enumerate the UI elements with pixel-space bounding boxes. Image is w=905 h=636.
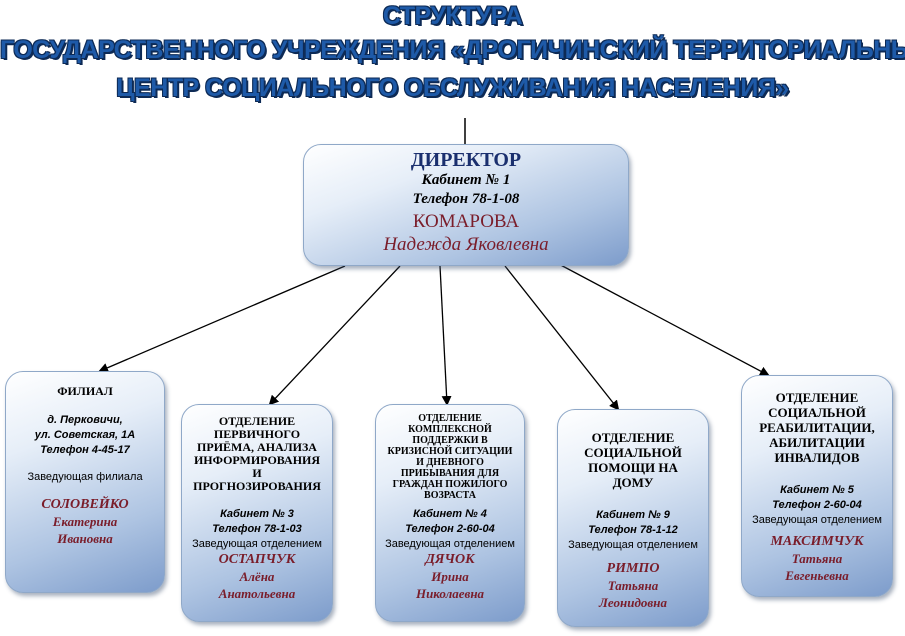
dept-rehab-phone: Телефон 2-60-04 — [772, 499, 862, 511]
director-box: ДИРЕКТОР Кабинет № 1 Телефон 78-1-08 КОМ… — [303, 144, 629, 266]
dept-reception-patronymic: Анатольевна — [218, 586, 296, 601]
director-heading: ДИРЕКТОР — [410, 149, 522, 171]
branch-address-1: д. Перковичи, — [47, 414, 123, 426]
dept-home-heading-1: ОТДЕЛЕНИЕ — [591, 430, 675, 445]
arrow-to-branch — [98, 265, 346, 373]
title-line-1: СТРУКТУРА — [382, 2, 523, 30]
dept-crisis-heading-4: КРИЗИСНОЙ СИТУАЦИИ — [387, 446, 513, 457]
dept-crisis-heading-2: КОМПЛЕКСНОЙ — [408, 424, 492, 435]
dept-crisis-heading-8: ВОЗРАСТА — [424, 490, 476, 501]
title-line-3: ЦЕНТР СОЦИАЛЬНОГО ОБСЛУЖИВАНИЯ НАСЕЛЕНИЯ… — [116, 74, 789, 102]
dept-reception-heading-5: И — [252, 466, 262, 480]
branch-role: Заведующая филиала — [27, 471, 143, 483]
dept-crisis-heading-5: И ДНЕВНОГО — [416, 457, 484, 468]
dept-home-heading-3: ПОМОЩИ НА — [588, 460, 678, 475]
dept-crisis-heading-7: ГРАЖДАН ПОЖИЛОГО — [392, 479, 508, 490]
branch-box: ФИЛИАЛ д. Перковичи, ул. Советская, 1А Т… — [5, 371, 165, 593]
dept-home-phone: Телефон 78-1-12 — [588, 524, 678, 536]
dept-crisis-office: Кабинет № 4 — [413, 508, 487, 520]
dept-rehab-role: Заведующая отделением — [752, 514, 882, 526]
dept-home-given-name: Татьяна — [607, 578, 659, 593]
dept-home-office: Кабинет № 9 — [596, 509, 670, 521]
dept-crisis-phone: Телефон 2-60-04 — [405, 523, 495, 535]
director-surname: КОМАРОВА — [412, 211, 520, 232]
dept-crisis-heading-1: ОТДЕЛЕНИЕ — [418, 413, 482, 424]
branch-heading: ФИЛИАЛ — [57, 384, 113, 398]
title-line-2: ГОСУДАРСТВЕННОГО УЧРЕЖДЕНИЯ «ДРОГИЧИНСКИ… — [0, 36, 905, 64]
arrow-to-dept-crisis — [439, 265, 452, 406]
branch-patronymic: Ивановна — [57, 531, 113, 546]
dept-rehab-given-name: Татьяна — [791, 551, 843, 566]
branch-address-2: ул. Советская, 1А — [34, 429, 136, 441]
director-office: Кабинет № 1 — [421, 172, 511, 188]
dept-reception-heading-4: ИНФОРМИРОВАНИЯ — [193, 453, 321, 467]
dept-rehab-heading-2: СОЦИАЛЬНОЙ — [768, 405, 866, 420]
dept-reception-box: ОТДЕЛЕНИЕ ПЕРВИЧНОГО ПРИЁМА, АНАЛИЗА ИНФ… — [181, 404, 333, 622]
dept-home-heading-2: СОЦИАЛЬНОЙ — [584, 445, 682, 460]
dept-rehab-surname: МАКСИМЧУК — [770, 534, 864, 549]
dept-reception-heading-2: ПЕРВИЧНОГО — [213, 427, 301, 441]
arrow-to-dept-reception — [268, 265, 401, 406]
dept-rehab-office: Кабинет № 5 — [780, 484, 854, 496]
branch-given-name: Екатерина — [52, 514, 118, 529]
dept-reception-office: Кабинет № 3 — [220, 508, 294, 520]
branch-surname: СОЛОВЕЙКО — [41, 497, 129, 512]
director-phone: Телефон 78-1-08 — [412, 191, 520, 207]
dept-reception-heading-1: ОТДЕЛЕНИЕ — [218, 414, 296, 428]
dept-crisis-patronymic: Николаевна — [415, 586, 485, 601]
dept-reception-phone: Телефон 78-1-03 — [212, 523, 302, 535]
dept-reception-heading-3: ПРИЁМА, АНАЛИЗА — [197, 440, 317, 454]
dept-home-role: Заведующая отделением — [568, 539, 698, 551]
dept-rehab-heading-1: ОТДЕЛЕНИЕ — [775, 390, 859, 405]
dept-reception-surname: ОСТАПЧУК — [218, 552, 296, 567]
dept-crisis-given-name: Ирина — [431, 569, 469, 584]
dept-crisis-heading-6: ПРИБЫВАНИЯ ДЛЯ — [400, 468, 500, 479]
dept-rehab-heading-3: РЕАБИЛИТАЦИИ, — [759, 420, 875, 435]
dept-home-heading-4: ДОМУ — [612, 475, 654, 490]
dept-reception-role: Заведующая отделением — [192, 538, 322, 550]
dept-crisis-role: Заведующая отделением — [385, 538, 515, 550]
dept-reception-heading-6: ПРОГНОЗИРОВАНИЯ — [193, 479, 321, 493]
dept-home-box: ОТДЕЛЕНИЕ СОЦИАЛЬНОЙ ПОМОЩИ НА ДОМУ Каби… — [557, 409, 709, 627]
director-name: Надежда Яковлевна — [383, 234, 549, 255]
dept-home-patronymic: Леонидовна — [599, 595, 667, 610]
dept-home-surname: РИМПО — [606, 561, 660, 576]
dept-crisis-heading-3: ПОДДЕРЖКИ В — [412, 435, 488, 446]
branch-phone: Телефон 4-45-17 — [40, 444, 130, 456]
arrow-to-dept-home — [504, 265, 620, 411]
arrow-to-dept-rehab — [554, 261, 770, 376]
dept-rehab-heading-5: ИНВАЛИДОВ — [774, 450, 860, 465]
dept-crisis-surname: ДЯЧОК — [425, 552, 475, 567]
dept-reception-given-name: Алёна — [239, 569, 275, 584]
dept-rehab-heading-4: АБИЛИТАЦИИ — [769, 435, 865, 450]
dept-rehab-box: ОТДЕЛЕНИЕ СОЦИАЛЬНОЙ РЕАБИЛИТАЦИИ, АБИЛИ… — [741, 375, 893, 597]
dept-crisis-box: ОТДЕЛЕНИЕ КОМПЛЕКСНОЙ ПОДДЕРЖКИ В КРИЗИС… — [375, 404, 525, 622]
dept-rehab-patronymic: Евгеньевна — [785, 568, 849, 583]
